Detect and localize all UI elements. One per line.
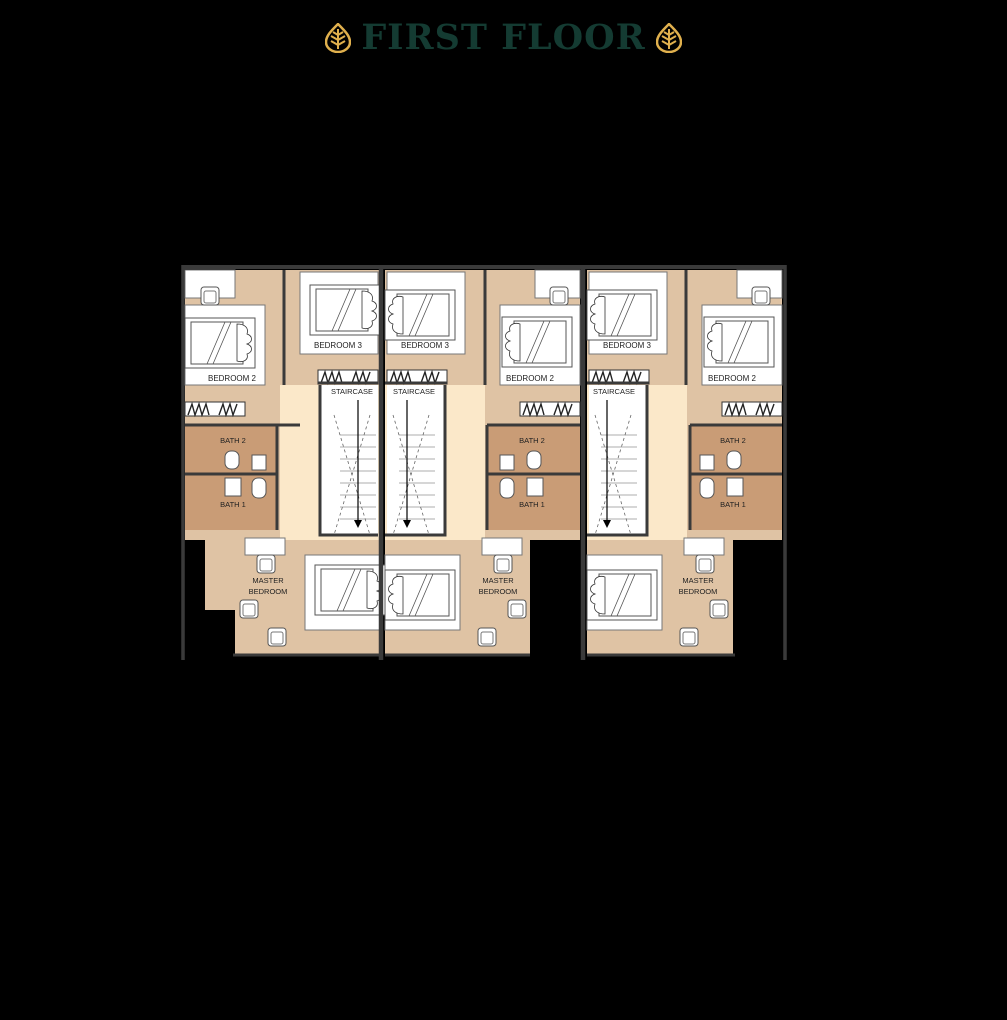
room-label-staircase: STAIRCASE (393, 387, 435, 396)
room-label-bath-2: BATH 2 (720, 436, 746, 445)
room-label-master-bedroom: BEDROOM (479, 587, 518, 596)
room-label-bedroom-2: BEDROOM 2 (708, 374, 757, 383)
page-header: FIRST FLOOR (0, 16, 1007, 60)
leaf-icon (655, 23, 682, 53)
floor-plan: BEDROOM 2 BEDROOM 3 STAIRCASE BATH 2 BAT… (181, 265, 787, 660)
room-label-bath-2: BATH 2 (519, 436, 545, 445)
room-label-master: MASTER (252, 576, 284, 585)
leaf-icon (325, 23, 352, 53)
unit-2: BEDROOM 3 BEDROOM 2 STAIRCASE BATH 2 BAT… (384, 269, 581, 660)
room-label-bedroom-3: BEDROOM 3 (603, 341, 652, 350)
room-label-staircase: STAIRCASE (331, 387, 373, 396)
room-label-master: MASTER (482, 576, 514, 585)
room-label-bedroom-2: BEDROOM 2 (506, 374, 555, 383)
page-title: FIRST FLOOR (361, 17, 646, 58)
room-label-bedroom-2: BEDROOM 2 (208, 374, 257, 383)
room-label-master-bedroom: BEDROOM (249, 587, 288, 596)
room-label-master-bedroom: BEDROOM (679, 587, 718, 596)
room-label-master: MASTER (682, 576, 714, 585)
room-label-bedroom-3: BEDROOM 3 (314, 341, 363, 350)
room-label-bath-2: BATH 2 (220, 436, 246, 445)
unit-3: BEDROOM 3 BEDROOM 2 STAIRCASE BATH 2 BAT… (586, 269, 785, 660)
room-label-bath-1: BATH 1 (720, 500, 746, 509)
room-label-staircase: STAIRCASE (593, 387, 635, 396)
room-label-bath-1: BATH 1 (220, 500, 246, 509)
room-label-bedroom-3: BEDROOM 3 (401, 341, 450, 350)
room-label-bath-1: BATH 1 (519, 500, 545, 509)
walls (181, 265, 787, 660)
